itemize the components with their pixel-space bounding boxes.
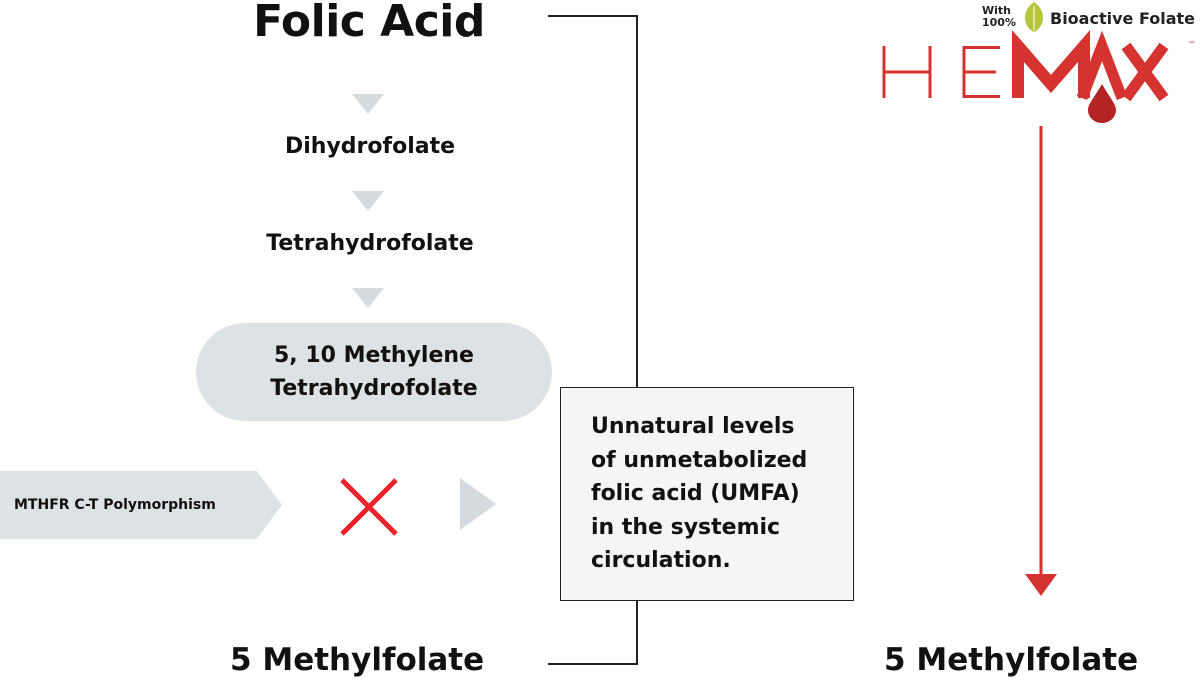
leaf-icon [1025, 2, 1043, 32]
step-tetrahydrofolate: Tetrahydrofolate [266, 231, 474, 256]
mthfr-label: MTHFR C-T Polymorphism [14, 497, 216, 513]
methylene-line-2: Tetrahydrofolate [270, 376, 478, 401]
umfa-text: Unnatural levels of unmetabolized folic … [591, 414, 808, 573]
right-result-label: 5 Methylfolate [884, 642, 1139, 678]
trademark-symbol: ™ [1188, 40, 1196, 49]
methylene-line-1: 5, 10 Methylene [274, 343, 474, 368]
hemax-logo [882, 29, 1169, 123]
cross-icon [340, 478, 398, 536]
step-dihydrofolate: Dihydrofolate [284, 134, 456, 159]
right-arrow-icon [460, 478, 496, 530]
down-arrow-icon [352, 94, 384, 114]
mthfr-polymorphism-tag: MTHFR C-T Polymorphism [0, 471, 282, 539]
diagram-title: Folic Acid [253, 0, 485, 47]
down-arrow-icon [352, 191, 384, 211]
left-result-label: 5 Methylfolate [230, 642, 485, 678]
with-100-label: With 100% [982, 4, 1016, 29]
umfa-box: Unnatural levels of unmetabolized folic … [560, 387, 854, 601]
methylene-pill: 5, 10 Methylene Tetrahydrofolate [196, 323, 552, 421]
down-arrow-icon [352, 288, 384, 308]
bioactive-folate-label: Bioactive Folate [1050, 9, 1195, 28]
